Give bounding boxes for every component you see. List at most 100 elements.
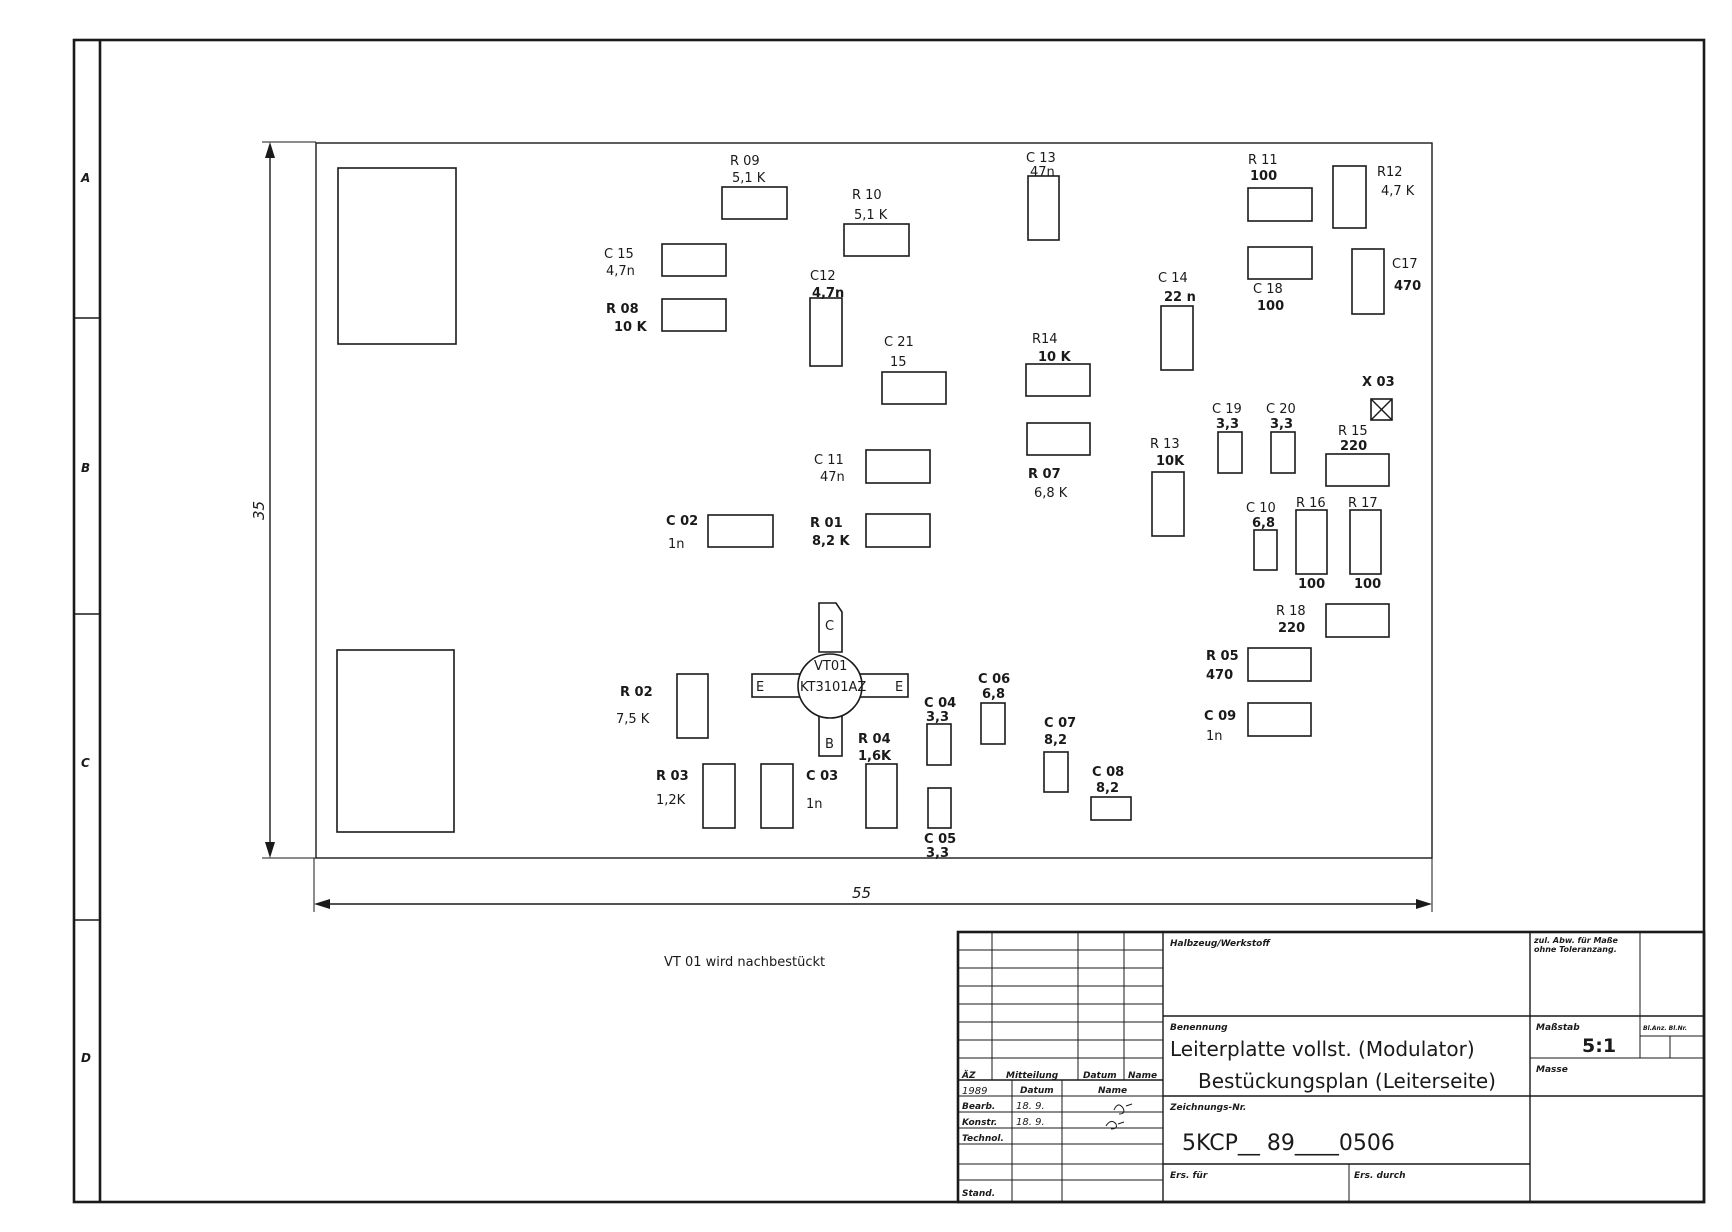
svg-text:1,6K: 1,6K	[858, 749, 892, 764]
svg-text:C 08: C 08	[1092, 765, 1124, 780]
technol-label: Technol.	[962, 1134, 1004, 1144]
component-c03: C 03 1n	[760, 763, 838, 829]
svg-text:C 15: C 15	[604, 247, 634, 262]
svg-text:C 04: C 04	[924, 696, 956, 711]
scale-label: Maßstab	[1536, 1023, 1580, 1033]
component-c02: C 02 1n	[666, 514, 774, 552]
drawing-frame: A B C D	[72, 38, 1706, 1204]
component-r17: R 17 100	[1348, 496, 1382, 592]
svg-text:47n: 47n	[1030, 165, 1055, 180]
svg-text:8,2: 8,2	[1044, 733, 1067, 748]
transistor-vt01: C B E E VT01 KT3101AZ	[751, 602, 909, 757]
component-c12: C12 4,7n	[809, 269, 844, 367]
svg-text:C 03: C 03	[806, 769, 838, 784]
drawing-title-line-2: Bestückungsplan (Leiterseite)	[1198, 1069, 1496, 1093]
svg-text:220: 220	[1278, 621, 1305, 636]
svg-text:R 08: R 08	[606, 302, 639, 317]
transistor-type: KT3101AZ	[800, 680, 866, 695]
svg-text:1n: 1n	[1206, 729, 1223, 744]
sheet-label: Bl.Anz. Bl.Nr.	[1643, 1025, 1687, 1032]
height-dimension-value: 35	[250, 501, 268, 520]
svg-text:6,8: 6,8	[1252, 516, 1275, 531]
svg-text:R14: R14	[1032, 332, 1058, 347]
svg-text:R 04: R 04	[858, 732, 891, 747]
svg-text:C 05: C 05	[924, 832, 956, 847]
transistor-pin-c: C	[825, 619, 834, 634]
component-r07: R 07 6,8 K	[1026, 422, 1091, 501]
signature-initials	[1105, 1103, 1133, 1130]
svg-text:100: 100	[1354, 577, 1381, 592]
svg-text:C 14: C 14	[1158, 271, 1188, 286]
svg-text:C12: C12	[810, 269, 836, 284]
component-c04: C 04 3,3	[924, 696, 956, 766]
svg-text:1,2K: 1,2K	[656, 793, 686, 808]
stand-label: Stand.	[962, 1189, 995, 1199]
name-label: Name	[1128, 1071, 1157, 1081]
svg-text:R 09: R 09	[730, 154, 760, 169]
benennung-label: Benennung	[1170, 1023, 1228, 1033]
title-block: ÄZ Mitteilung Datum Name 1989 Datum Name…	[956, 930, 1706, 1204]
az-label: ÄZ	[961, 1070, 976, 1081]
svg-text:3,3: 3,3	[1216, 417, 1239, 432]
svg-text:R 01: R 01	[810, 516, 843, 531]
svg-text:4,7 K: 4,7 K	[1381, 184, 1415, 199]
component-r11: R 11 100	[1247, 153, 1313, 222]
datum-label: Datum	[1083, 1071, 1117, 1081]
svg-text:100: 100	[1257, 299, 1284, 314]
svg-text:R 11: R 11	[1248, 153, 1278, 168]
svg-text:8,2: 8,2	[1096, 781, 1119, 796]
transistor-ref: VT01	[814, 659, 847, 674]
svg-text:C 19: C 19	[1212, 402, 1242, 417]
svg-text:10K: 10K	[1156, 454, 1185, 469]
component-c13: C 13 47n	[1026, 151, 1060, 241]
board-outline	[315, 142, 1433, 859]
component-r04: R 04 1,6K	[858, 732, 898, 829]
component-c15: C 15 4,7n	[604, 243, 727, 279]
year-value: 1989	[962, 1086, 987, 1097]
width-dimension-value: 55	[852, 884, 871, 902]
component-r02: R 02 7,5 K	[616, 673, 709, 739]
datum-label-2: Datum	[1020, 1086, 1054, 1096]
component-r08: R 08 10 K	[606, 298, 727, 335]
component-r12: R12 4,7 K	[1332, 165, 1415, 229]
component-r03: R 03 1,2K	[656, 763, 736, 829]
svg-text:C 20: C 20	[1266, 402, 1296, 417]
name-label-2: Name	[1098, 1086, 1127, 1096]
component-r15: R 15 220	[1325, 424, 1390, 487]
halbzeug-label: Halbzeug/Werkstoff	[1170, 939, 1271, 949]
svg-text:R 07: R 07	[1028, 467, 1061, 482]
connector-x03: X 03	[1362, 375, 1395, 421]
svg-text:C 10: C 10	[1246, 501, 1276, 516]
svg-text:R12: R12	[1377, 165, 1403, 180]
component-c19: C 19 3,3	[1212, 402, 1243, 474]
mitteilung-label: Mitteilung	[1006, 1071, 1059, 1081]
scale-value: 5:1	[1582, 1035, 1616, 1057]
svg-text:47n: 47n	[820, 470, 845, 485]
svg-text:C 21: C 21	[884, 335, 914, 350]
svg-text:X 03: X 03	[1362, 375, 1395, 390]
component-c10: C 10 6,8	[1246, 501, 1278, 571]
svg-text:6,8: 6,8	[982, 687, 1005, 702]
konstr-date: 18. 9.	[1016, 1117, 1045, 1128]
component-c14: C 14 22 n	[1158, 271, 1196, 371]
zone-label-b: B	[81, 461, 90, 475]
component-c09: C 09 1n	[1204, 702, 1312, 744]
svg-text:470: 470	[1394, 279, 1421, 294]
height-dimension: 35	[250, 141, 316, 859]
tolerance-label: zul. Abw. für Maße ohne Toleranzang.	[1534, 936, 1618, 954]
svg-text:22 n: 22 n	[1164, 290, 1196, 305]
svg-text:10 K: 10 K	[1038, 350, 1072, 365]
svg-text:C 07: C 07	[1044, 716, 1076, 731]
component-r01: R 01 8,2 K	[810, 513, 931, 549]
transistor-pin-e2: E	[895, 680, 903, 695]
svg-text:220: 220	[1340, 439, 1367, 454]
component-c07: C 07 8,2	[1043, 716, 1076, 793]
drawing-number: 5KCP__ 89____0506	[1182, 1131, 1395, 1156]
svg-text:10 K: 10 K	[614, 320, 648, 335]
svg-text:R 10: R 10	[852, 188, 882, 203]
svg-text:4,7n: 4,7n	[606, 264, 635, 279]
zone-label-d: D	[81, 1051, 91, 1065]
component-c06: C 06 6,8	[978, 672, 1010, 745]
component-r10: R 10 5,1 K	[843, 188, 910, 257]
